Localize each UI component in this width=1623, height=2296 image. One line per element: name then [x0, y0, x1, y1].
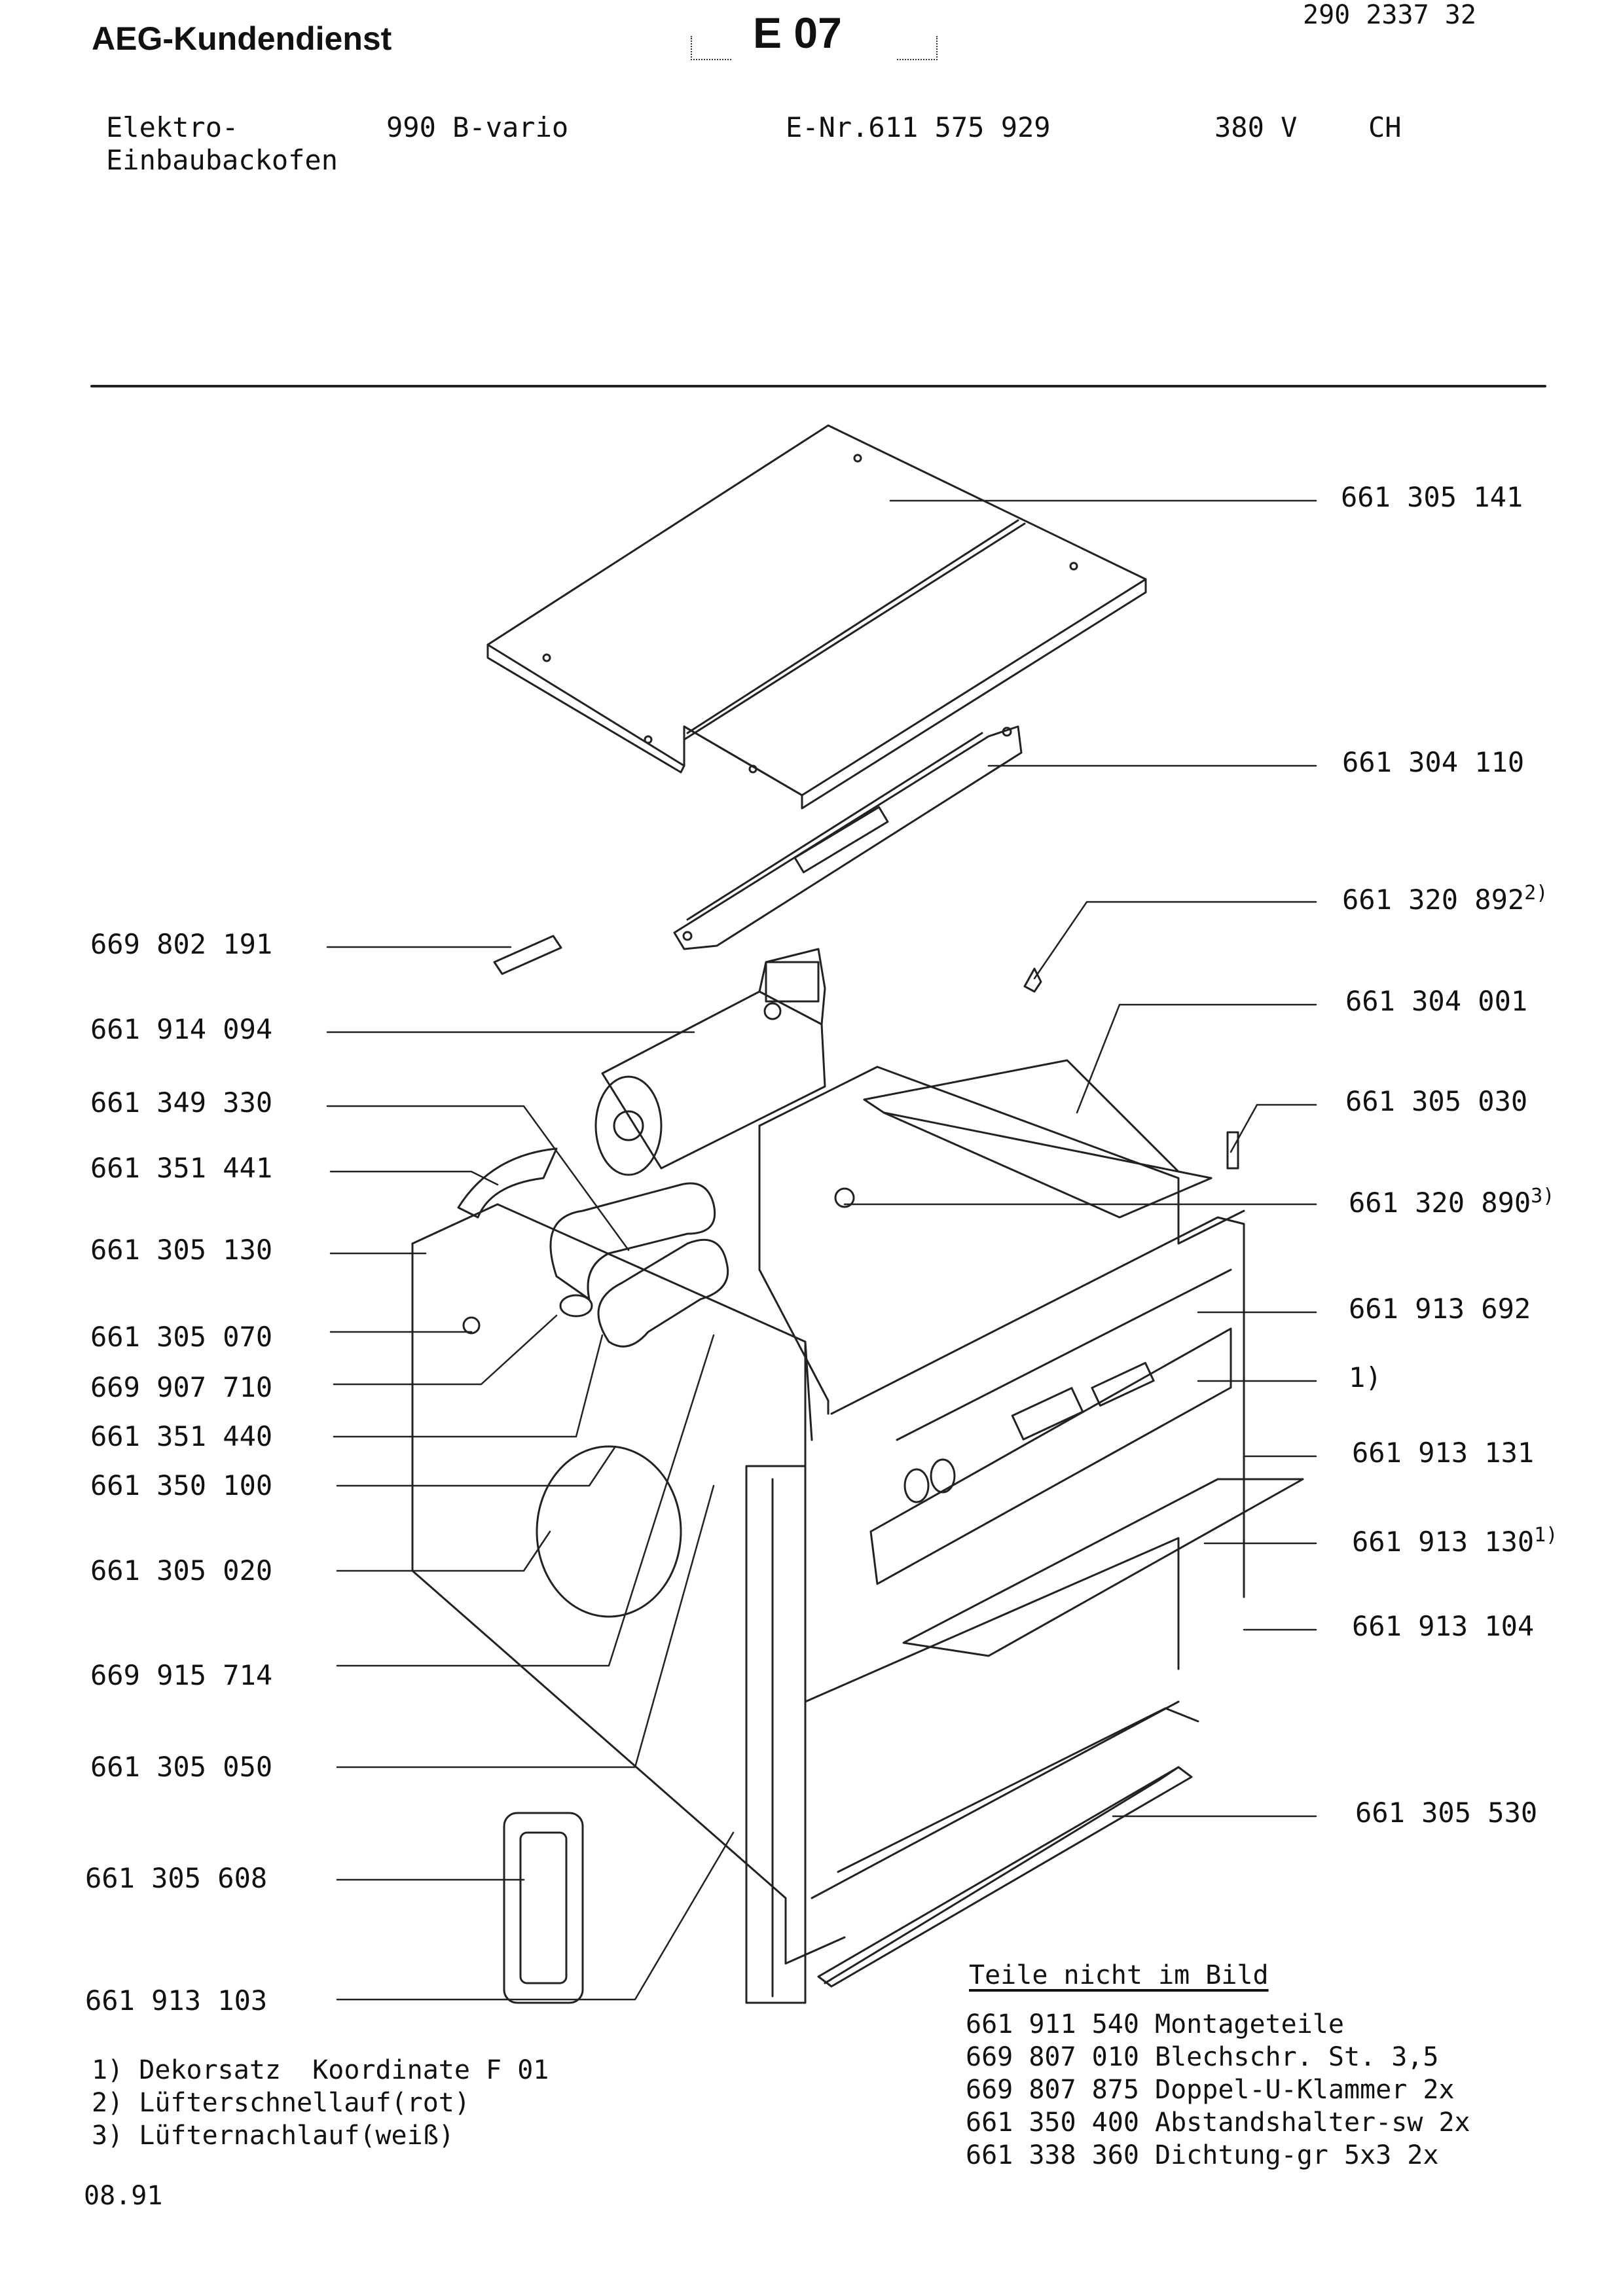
part-label-right: 661 913 692	[1349, 1293, 1531, 1325]
part-label-right: 661 320 8903)	[1349, 1185, 1555, 1219]
section-code: E 07	[753, 9, 842, 57]
part-label-left: 661 913 103	[85, 1984, 268, 2017]
code-bracket-right	[897, 36, 938, 60]
not-shown-title: Teile nicht im Bild	[969, 1960, 1269, 1990]
clip-part-drawing	[1226, 1131, 1239, 1170]
product-type-line1: Elektro-	[106, 111, 239, 143]
rail-bracket-drawing	[673, 725, 1023, 950]
not-shown-item: 661 338 360 Dichtung-gr 5x3 2x	[966, 2140, 1439, 2170]
not-shown-item: 669 807 010 Blechschr. St. 3,5	[966, 2042, 1439, 2072]
part-label-left: 669 907 710	[90, 1371, 273, 1403]
part-label-left: 669 915 714	[90, 1659, 273, 1691]
part-label-left: 661 351 440	[90, 1420, 273, 1452]
not-shown-item: 661 350 400 Abstandshalter-sw 2x	[966, 2108, 1470, 2138]
part-label-right: 661 304 001	[1345, 985, 1528, 1017]
e-number: E-Nr.611 575 929	[786, 111, 1051, 143]
top-cover-drawing	[486, 424, 1147, 810]
footnote-2: 2) Lüfterschnellauf(rot)	[92, 2088, 470, 2118]
sensor-part-drawing	[834, 1187, 855, 1208]
small-pipe-drawing	[493, 935, 562, 975]
country-code: CH	[1368, 111, 1402, 143]
product-type-line2: Einbaubackofen	[106, 144, 338, 176]
part-label-left: 661 305 130	[90, 1234, 273, 1266]
switch-part-drawing	[1023, 967, 1042, 993]
air-guide-drawing	[457, 1147, 558, 1219]
part-label-left: 661 305 070	[90, 1321, 273, 1353]
footnote-3: 3) Lüfternachlauf(weiß)	[92, 2121, 454, 2151]
part-label-left: 661 350 100	[90, 1469, 273, 1501]
part-label-right: 1)	[1349, 1361, 1382, 1393]
part-label-right: 661 305 530	[1355, 1797, 1538, 1829]
brand-title: AEG-Kundendienst	[92, 20, 392, 57]
hose-upper-drawing	[549, 1182, 716, 1300]
model-name: 990 B-vario	[386, 111, 569, 143]
oven-body-drawing	[411, 1059, 1304, 2004]
fan-motor-drawing	[594, 948, 826, 1176]
voltage: 380 V	[1214, 111, 1298, 143]
part-label-right: 661 913 104	[1352, 1610, 1535, 1642]
part-label-left: 661 351 441	[90, 1152, 273, 1184]
revision-date: 08.91	[84, 2181, 163, 2211]
handle-frame-drawing	[503, 1812, 584, 2004]
not-shown-item: 661 911 540 Montageteile	[966, 2009, 1344, 2039]
leader-lines	[326, 499, 1317, 2001]
ring-part-drawing	[559, 1294, 593, 1318]
part-label-left: 661 349 330	[90, 1086, 273, 1119]
not-shown-item: 669 807 875 Doppel-U-Klammer 2x	[966, 2075, 1455, 2105]
part-label-left: 669 802 191	[90, 928, 273, 960]
part-label-right: 661 305 141	[1341, 481, 1523, 513]
nut-part-drawing	[462, 1316, 481, 1335]
code-bracket-left	[691, 36, 731, 60]
hose-lower-drawing	[597, 1238, 729, 1348]
part-label-left: 661 914 094	[90, 1013, 273, 1045]
document-number: 290 2337 32	[1303, 0, 1476, 30]
part-label-right: 661 320 8922)	[1342, 882, 1548, 916]
part-label-right: 661 913 1301)	[1352, 1524, 1558, 1558]
part-label-left: 661 305 020	[90, 1554, 273, 1587]
part-label-right: 661 305 030	[1345, 1085, 1528, 1117]
part-label-left: 661 305 608	[85, 1862, 268, 1894]
bottom-strip-drawing	[817, 1766, 1193, 1988]
footnote-1: 1) Dekorsatz Koordinate F 01	[92, 2055, 549, 2085]
part-label-left: 661 305 050	[90, 1751, 273, 1783]
part-label-right: 661 304 110	[1342, 746, 1525, 778]
part-label-right: 661 913 131	[1352, 1437, 1535, 1469]
